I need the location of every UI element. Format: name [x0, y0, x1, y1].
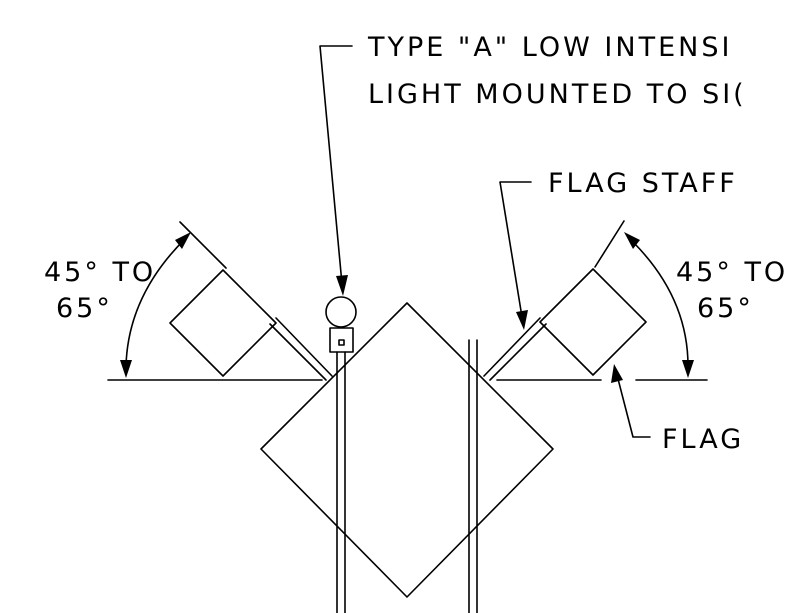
right-sign-post	[468, 339, 478, 613]
left-angle-extension-line	[179, 221, 227, 269]
right-flag	[539, 268, 647, 376]
light-callout-leader	[319, 45, 353, 296]
diamond-sign-panel	[260, 302, 554, 598]
left-flag-staff	[269, 317, 333, 381]
left-angle-label-line1: 45° TO	[44, 257, 156, 288]
light-callout-line2: LIGHT MOUNTED TO SI(	[368, 79, 747, 110]
right-angle-label-line1: 45° TO	[676, 257, 785, 288]
left-flag	[169, 269, 277, 377]
flag-label: FLAG	[662, 424, 744, 455]
right-angle-label-line2: 65°	[697, 293, 754, 324]
flag-staff-label: FLAG STAFF	[548, 168, 738, 199]
left-angle-arc	[120, 232, 191, 378]
left-sign-post	[336, 351, 346, 613]
left-angle-label-line2: 65°	[56, 293, 113, 324]
right-angle-arc	[624, 232, 694, 378]
flag-staff-callout-leader	[499, 181, 532, 330]
flag-callout-leader	[611, 364, 651, 438]
right-angle-extension-line	[594, 220, 625, 268]
right-flag-staff	[483, 317, 547, 381]
light-callout-line1: TYPE "A" LOW INTENSI	[367, 32, 732, 63]
warning-light-icon	[325, 296, 357, 353]
